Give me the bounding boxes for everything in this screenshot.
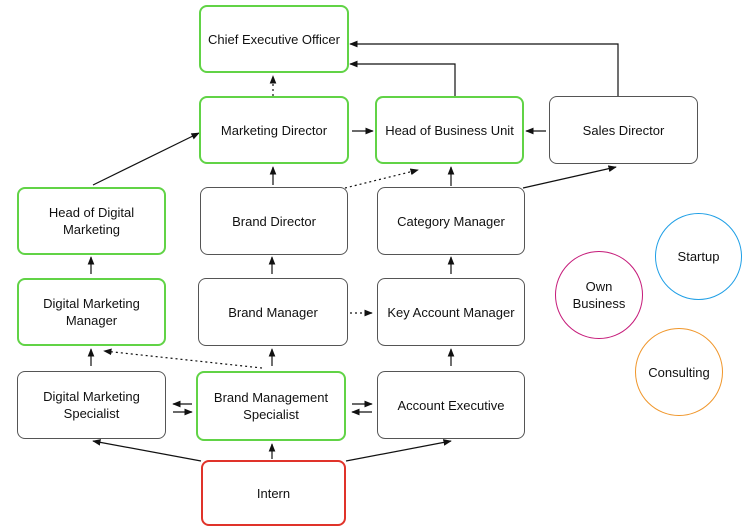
circle-consulting: Consulting [635,328,723,416]
arrow-head-digital-marketing-to-marketing-director [92,132,200,186]
arrow-brand-director-to-head-business-unit [344,168,419,189]
node-digital-marketing-manager: Digital Marketing Manager [17,278,166,346]
node-head-digital-marketing-label: Head of Digital Marketing [48,205,135,237]
node-sales-director: Sales Director [549,96,698,164]
node-brand-director: Brand Director [200,187,348,255]
node-ceo: Chief Executive Officer [199,5,349,73]
node-digital-marketing-specialist: Digital Marketing Specialist [17,371,166,439]
node-intern-label: Intern [256,485,291,501]
circle-own-business-label: Own Business [572,279,626,311]
node-marketing-director: Marketing Director [199,96,349,164]
arrow-sales-director-to-ceo [349,40,619,96]
circle-startup: Startup [655,213,742,300]
node-digital-marketing-specialist-label: Digital Marketing Specialist [43,389,140,421]
arrow-intern-to-account-executive [345,439,452,462]
node-brand-director-label: Brand Director [232,213,316,229]
node-marketing-director-label: Marketing Director [220,122,328,138]
arrow-intern-to-dm-specialist [92,439,202,462]
circle-consulting-label: Consulting [648,364,710,380]
node-intern: Intern [201,460,346,526]
arrow-category-manager-to-sales-director [522,165,617,189]
node-account-executive-label: Account Executive [397,397,505,413]
arrow-head-business-unit-to-ceo [349,60,456,96]
node-brand-manager-label: Brand Manager [228,304,318,320]
node-key-account-manager: Key Account Manager [377,278,525,346]
node-brand-manager: Brand Manager [198,278,348,346]
node-head-business-unit-label: Head of Business Unit [385,122,514,138]
circle-own-business: Own Business [555,251,643,339]
node-head-digital-marketing: Head of Digital Marketing [17,187,166,255]
node-head-business-unit: Head of Business Unit [375,96,524,164]
node-digital-marketing-manager-label: Digital Marketing Manager [43,296,140,328]
node-key-account-manager-label: Key Account Manager [387,304,515,320]
node-brand-management-specialist: Brand Management Specialist [196,371,346,441]
node-category-manager: Category Manager [377,187,525,255]
arrow-brand-specialist-to-dm-manager [103,348,263,369]
node-brand-management-specialist-label: Brand Management Specialist [213,390,329,422]
node-sales-director-label: Sales Director [582,122,665,138]
node-ceo-label: Chief Executive Officer [208,31,340,47]
circle-startup-label: Startup [677,249,720,264]
node-account-executive: Account Executive [377,371,525,439]
node-category-manager-label: Category Manager [397,213,505,229]
